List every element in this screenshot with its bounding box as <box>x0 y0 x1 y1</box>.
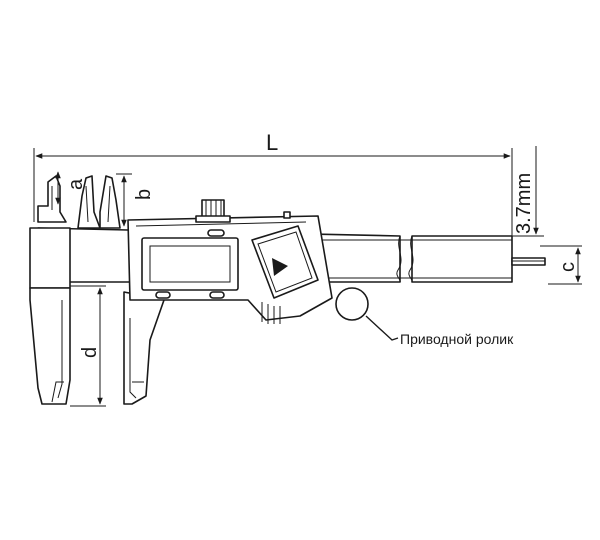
power-button-housing <box>251 225 319 299</box>
fixed-jaw <box>29 175 71 405</box>
drive-roller <box>335 287 369 321</box>
label-3-7mm: 3.7mm <box>513 173 535 234</box>
label-d: d <box>79 347 101 358</box>
dimension-b <box>116 173 132 227</box>
dimension-c <box>540 245 582 285</box>
depth-rod <box>511 257 546 266</box>
slider-jaws <box>77 175 165 405</box>
lcd-display <box>141 237 239 291</box>
label-drive-roller: Приводной ролик <box>400 331 514 347</box>
label-c: c <box>557 262 579 272</box>
slider-body <box>127 199 333 324</box>
label-b: b <box>133 189 155 200</box>
label-a: a <box>65 178 87 190</box>
roller-leader <box>365 315 399 341</box>
dimension-3-7mm <box>512 146 544 237</box>
label-L: L <box>266 130 278 155</box>
dimension-d <box>70 285 106 407</box>
play-triangle-icon <box>272 258 288 276</box>
dimension-L <box>33 148 513 236</box>
